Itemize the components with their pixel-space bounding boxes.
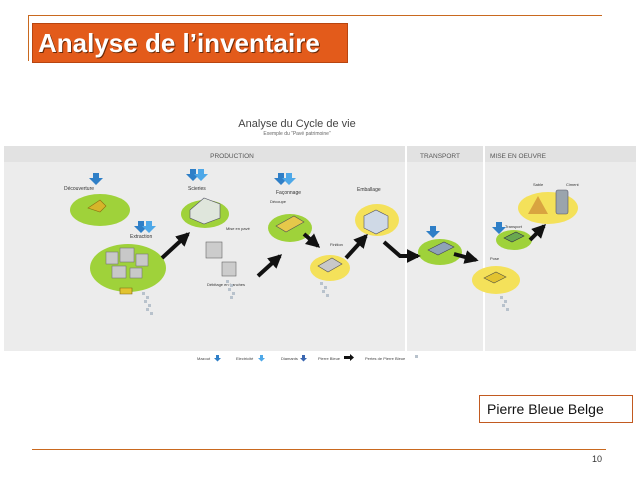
stage-extraction-label: Extraction	[130, 234, 152, 240]
flow-arrow	[528, 224, 546, 242]
splitting-machine-icon	[205, 241, 223, 259]
legend-electricite: Electricité	[236, 356, 254, 361]
stage-decouverture-label: Découverture	[64, 186, 94, 192]
mazout-arrow-icon	[186, 169, 200, 181]
mazout-arrow-icon	[89, 173, 103, 185]
diagram-title: Analyse du Cycle de vie	[238, 118, 355, 130]
stage-pose-label: Pose	[490, 256, 500, 261]
legend-stone-arrow-icon	[344, 354, 354, 361]
quarry-blocks	[105, 247, 149, 279]
legend-pierre-bleue: Pierre Bleue	[318, 356, 341, 361]
electricity-arrow-icon	[194, 169, 208, 181]
mazout-arrow-icon	[426, 226, 440, 238]
cement-silo-icon	[555, 189, 569, 215]
section-production: PRODUCTION	[210, 153, 254, 160]
diagram-subtitle: Exemple du “Pavé patrimoine”	[263, 131, 331, 137]
stage-finition-label: Finition	[330, 242, 343, 247]
roller-icon	[483, 271, 507, 284]
flow-arrow	[160, 232, 191, 260]
excavator-icon	[87, 199, 107, 213]
section-header-band	[4, 146, 636, 162]
stage-sable-label: Sable	[533, 182, 544, 187]
stage-debitage-label: Débitage en tranches	[207, 282, 245, 287]
legend-pertes: Pertes de Pierre Bleue	[365, 356, 406, 361]
flow-arrow	[302, 232, 321, 248]
waste-chips-icon	[500, 296, 509, 311]
legend-diamonds-icon	[300, 355, 307, 362]
cutting-machine-icon	[275, 215, 305, 233]
caption-box: Pierre Bleue Belge	[479, 395, 633, 423]
mazout-arrow-icon	[492, 222, 506, 234]
mazout-arrow-icon	[134, 221, 148, 233]
top-rule	[28, 15, 602, 16]
legend: Mazout Electricité Diamants Pierre Bleue…	[197, 354, 418, 362]
truck-icon	[427, 241, 455, 256]
waste-chips-icon	[142, 292, 153, 315]
electricity-arrow-icon	[142, 221, 156, 233]
stage-faconnage-label: Façonnage	[276, 190, 301, 196]
legend-electricity-icon	[258, 355, 265, 362]
flow-arrow	[453, 250, 479, 264]
finishing-machine-icon	[317, 257, 343, 273]
stage-emballage-label: Emballage	[357, 187, 381, 193]
legend-mazout-icon	[214, 355, 221, 362]
sand-pile-icon	[528, 196, 548, 214]
section-mise-en-oeuvre: MISE EN OEUVRE	[490, 153, 547, 160]
slide-title: Analyse de l’inventaire	[32, 23, 348, 63]
legend-mazout: Mazout	[197, 356, 211, 361]
stage-mise-en-pave-label: Mise en pavé	[226, 226, 251, 231]
loader-icon	[119, 287, 133, 295]
sawmill-building-icon	[189, 197, 221, 225]
life-cycle-diagram: Analyse du Cycle de vie Exemple du “Pavé…	[4, 118, 636, 362]
flow-arrow	[256, 254, 283, 278]
slicing-machine-icon	[221, 261, 237, 277]
delivery-truck-icon	[503, 231, 525, 243]
stone-flow-arrows	[160, 224, 546, 278]
legend-waste-icon	[415, 355, 418, 358]
stage-transport-label: Transport	[505, 224, 523, 229]
flow-arrow	[382, 240, 421, 263]
pallet-icon	[363, 209, 389, 235]
stage-decoupe-label: Découpe	[270, 199, 287, 204]
left-rule	[28, 15, 29, 61]
waste-chips-icon	[320, 282, 329, 297]
bottom-rule	[32, 449, 606, 450]
stage-scieries-label: Scieries	[188, 186, 206, 192]
mazout-arrow-icon	[274, 173, 288, 185]
waste-chips-icon	[226, 280, 235, 299]
page-number: 10	[592, 454, 603, 464]
stage-ciment-label: Ciment	[566, 182, 580, 187]
materials-blob	[518, 192, 578, 224]
legend-diamants: Diamants	[281, 356, 298, 361]
electricity-arrow-icon	[282, 173, 296, 185]
flow-arrow	[344, 233, 368, 260]
section-transport: TRANSPORT	[420, 153, 460, 160]
